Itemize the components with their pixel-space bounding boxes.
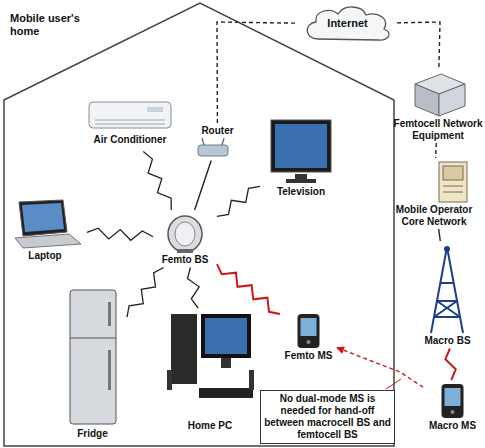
wireless-link	[87, 228, 153, 240]
device-label: Mobile Operator Core Network	[385, 204, 483, 227]
home-outline: Mobile user's homeAir Conditioner RouterT…	[0, 0, 398, 448]
device-label: Fridge	[60, 428, 125, 440]
device-label: Macro MS	[425, 420, 480, 432]
femto-mobile-icon	[282, 312, 335, 350]
wireless-link	[127, 268, 164, 318]
device-label: Laptop	[5, 250, 85, 262]
television-icon	[262, 118, 340, 186]
wired-link	[195, 161, 212, 211]
device-label: Femtocell Network Equipment	[393, 118, 483, 141]
dashed-link	[435, 143, 437, 158]
home-pc-icon	[165, 310, 255, 420]
router: Router	[190, 125, 245, 159]
dashed-link	[397, 22, 440, 68]
air-conditioner-icon	[75, 98, 185, 134]
internet-cloud: Internet	[300, 3, 395, 45]
macro-mobile-icon	[425, 382, 480, 420]
femto-base-station: Femto BS	[155, 212, 215, 266]
router-icon	[190, 137, 245, 159]
fridge: Fridge	[60, 288, 125, 440]
home-pc: Home PC	[165, 310, 255, 432]
device-label: Home PC	[165, 420, 255, 432]
wired-link	[439, 229, 441, 241]
wireless-link	[217, 264, 280, 314]
device-label: Macro BS	[415, 335, 480, 347]
note-text: No dual-mode MS is needed for hand-off b…	[264, 393, 391, 441]
femto-mobile: Femto MS	[282, 312, 335, 362]
device-label: Air Conditioner	[75, 134, 185, 146]
wireless-link	[188, 268, 200, 309]
macro-tower-icon	[415, 243, 480, 335]
wireless-link	[217, 186, 260, 216]
device-label: Femto MS	[282, 350, 335, 362]
note-box: No dual-mode MS is needed for hand-off b…	[260, 390, 395, 444]
cloud-label: Internet	[300, 3, 395, 30]
core-network-server: Mobile Operator Core Network	[385, 160, 483, 227]
fridge-icon	[60, 288, 125, 428]
air-conditioner: Air Conditioner	[75, 98, 185, 150]
network-equipment: Femtocell Network Equipment	[393, 70, 483, 141]
device-label: Router	[190, 125, 245, 137]
macro-tower: Macro BS	[415, 243, 480, 347]
laptop-icon	[5, 198, 85, 250]
wireless-link	[445, 349, 455, 381]
region-title: Mobile user's home	[10, 12, 94, 37]
network-equipment-icon	[393, 70, 483, 118]
device-label: Television	[262, 186, 340, 198]
device-label: Femto BS	[155, 254, 215, 266]
dashed-link	[337, 348, 423, 388]
television: Television	[262, 118, 340, 198]
core-network-server-icon	[385, 160, 483, 204]
laptop: Laptop	[5, 198, 85, 262]
femto-base-station-icon	[155, 212, 215, 254]
dashed-link	[217, 22, 298, 123]
macro-mobile: Macro MS	[425, 382, 480, 432]
wireless-link	[143, 152, 171, 211]
